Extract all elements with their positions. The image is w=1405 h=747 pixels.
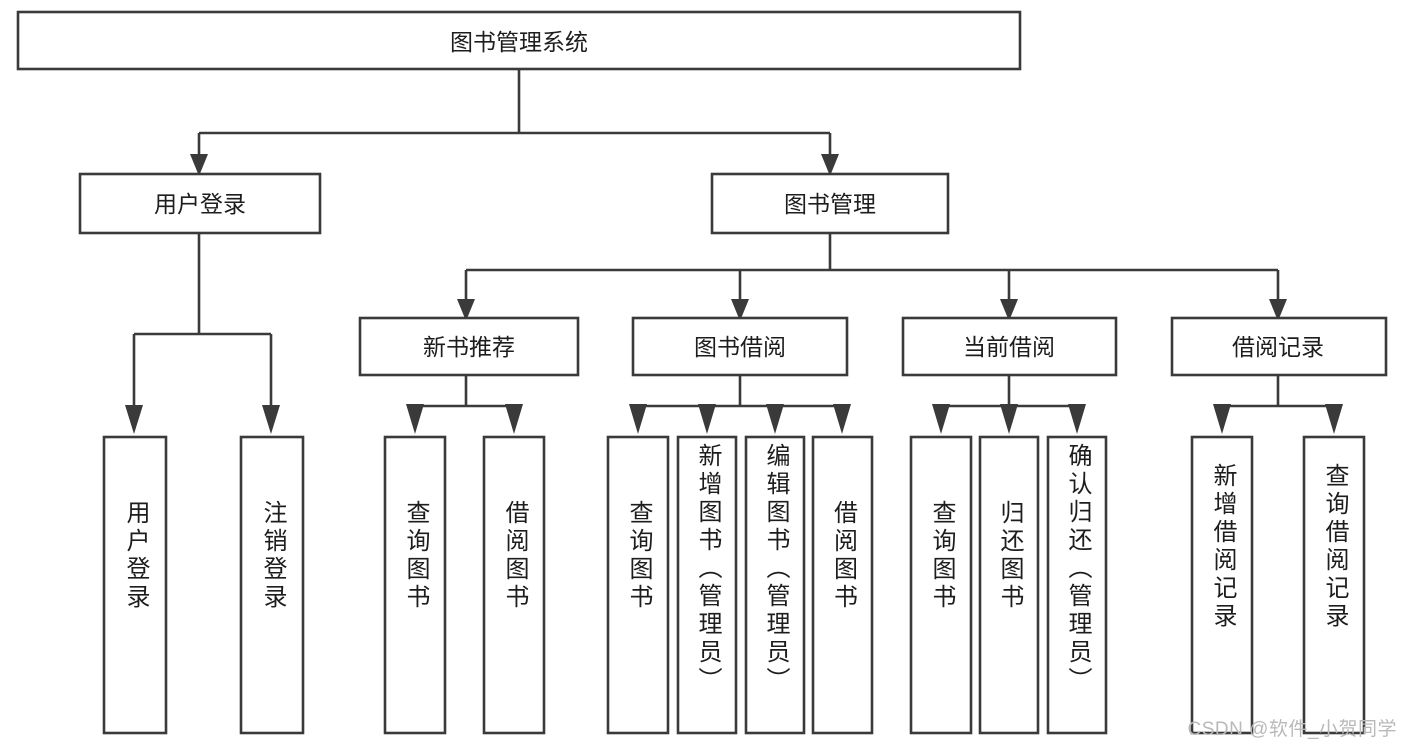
csdn-watermark: CSDN @软件_小贺同学 <box>1187 719 1397 740</box>
node-new-book-label: 新书推荐 <box>423 334 515 360</box>
arrowhead-leaf-borrow-3 <box>833 404 851 434</box>
arrowhead-leaf-borrow-0 <box>629 404 647 434</box>
arrowhead-borrow <box>731 299 749 321</box>
arrowhead-leaf-borrow-2 <box>766 404 784 434</box>
node-user-login[interactable] <box>78 172 322 235</box>
node-current-label: 当前借阅 <box>963 334 1055 360</box>
node-book-manage-label: 图书管理 <box>784 191 876 217</box>
node-user-login-label: 用户登录 <box>154 191 246 217</box>
leaf-user-login-1[interactable] <box>239 435 305 735</box>
node-new-book[interactable] <box>358 316 580 377</box>
arrowhead-layer <box>125 154 1343 434</box>
arrowhead-new-book <box>457 299 475 321</box>
leaf-current-0[interactable] <box>909 435 973 735</box>
node-root-label: 图书管理系统 <box>450 29 588 55</box>
arrowhead-leaf-user-0 <box>125 405 143 434</box>
leaf-borrow-0[interactable] <box>606 435 670 735</box>
arrowhead-leaf-record-0 <box>1213 404 1231 434</box>
arrowhead-current <box>1000 299 1018 321</box>
leaf-record-1[interactable] <box>1302 435 1366 735</box>
arrowhead-leaf-user-1 <box>262 405 280 434</box>
label-layer: 图书管理系统 用户登录 图书管理 新书推荐 图书借阅 当前借阅 借阅记录 <box>154 29 1324 360</box>
leaf-user-login-0[interactable] <box>102 435 168 735</box>
leaf-borrow-2[interactable] <box>744 435 806 735</box>
leaf-new-book-1[interactable] <box>482 435 546 735</box>
arrowhead-leaf-current-1 <box>1000 404 1018 434</box>
node-root[interactable] <box>16 10 1022 71</box>
arrowhead-leaf-borrow-1 <box>698 404 716 434</box>
node-layer <box>16 10 1388 735</box>
arrowhead-leaf-newbook-1 <box>505 404 523 434</box>
arrowhead-user-login <box>190 154 208 176</box>
node-record-label: 借阅记录 <box>1232 334 1324 360</box>
leaf-current-2[interactable] <box>1046 435 1108 735</box>
leaf-borrow-1[interactable] <box>676 435 738 735</box>
leaf-new-book-0[interactable] <box>383 435 447 735</box>
node-book-manage[interactable] <box>710 172 950 235</box>
arrowhead-leaf-record-1 <box>1325 404 1343 434</box>
node-borrow[interactable] <box>631 316 849 377</box>
arrowhead-leaf-current-2 <box>1068 404 1086 434</box>
node-record[interactable] <box>1170 316 1388 377</box>
leaf-borrow-3[interactable] <box>811 435 874 735</box>
node-borrow-label: 图书借阅 <box>694 334 786 360</box>
arrowhead-book-manage <box>821 154 839 176</box>
leaf-record-0[interactable] <box>1190 435 1254 735</box>
node-current[interactable] <box>901 316 1118 377</box>
arrowhead-leaf-current-0 <box>932 404 950 434</box>
leaf-current-1[interactable] <box>978 435 1040 735</box>
arrowhead-leaf-newbook-0 <box>406 404 424 434</box>
arrowhead-record <box>1269 299 1287 321</box>
